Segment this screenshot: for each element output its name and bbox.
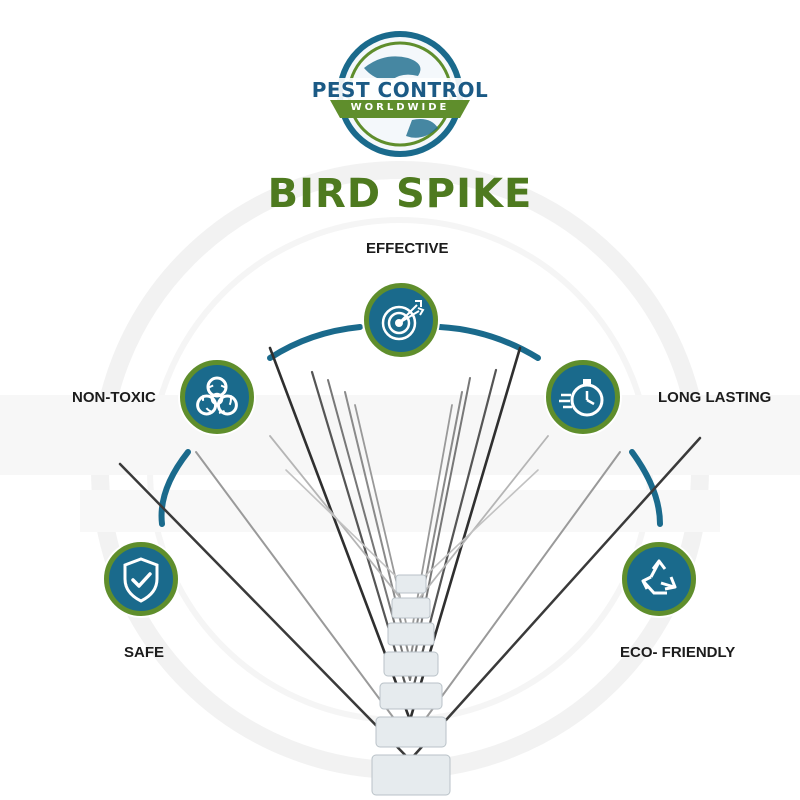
feature-label-safe: SAFE: [124, 644, 165, 661]
target-arrows-icon: [381, 300, 425, 341]
feature-badge-non-toxic: [180, 360, 254, 434]
stopwatch-icon: [559, 379, 604, 417]
shield-check-icon: [123, 557, 159, 603]
arc-segment-left-upper: [267, 324, 363, 361]
recycle-icon: [641, 559, 677, 595]
feature-badge-safe: [104, 542, 178, 616]
feature-label-eco-friendly: ECO- FRIENDLY: [620, 644, 736, 661]
feature-badge-eco-friendly: [622, 542, 696, 616]
feature-badge-long-lasting: [546, 360, 620, 434]
logo-text-primary: PEST CONTROL: [311, 78, 489, 102]
arc-segment-right-upper: [437, 324, 541, 361]
page-title: BIRD SPIKE: [267, 171, 533, 217]
feature-label-non-toxic: NON-TOXIC: [72, 389, 156, 406]
feature-label-effective: EFFECTIVE: [366, 240, 449, 257]
feature-label-long-lasting: LONG LASTING: [658, 389, 772, 406]
feature-badge-effective: [364, 283, 438, 357]
biohazard-icon: [196, 376, 238, 416]
company-logo: PEST CONTROL WORLDWIDE: [300, 28, 500, 160]
arc-segment-left-lower: [158, 449, 191, 527]
logo-text-secondary: WORLDWIDE: [350, 102, 450, 113]
spike-base: [371, 574, 451, 796]
